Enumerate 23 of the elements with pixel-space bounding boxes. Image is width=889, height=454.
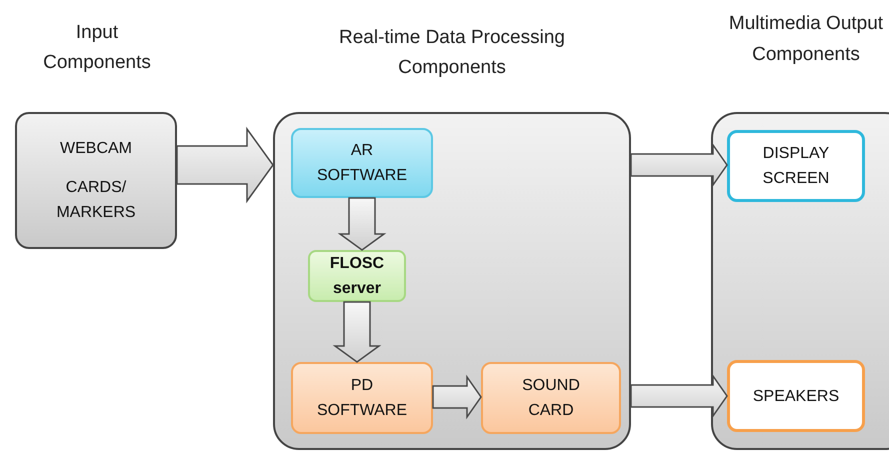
box-label: SOUND CARD — [521, 376, 581, 421]
block-arrow — [338, 197, 386, 251]
process-box — [727, 360, 865, 432]
box-label: CARDS/ MARKERS — [55, 178, 137, 223]
process-box — [291, 362, 433, 434]
box-label: DISPLAY SCREEN — [762, 144, 830, 189]
process-box — [291, 128, 433, 198]
process-box — [727, 130, 865, 202]
block-arrow — [332, 301, 382, 363]
column-heading: Real-time Data Processing Components — [338, 26, 566, 80]
box-label: AR SOFTWARE — [316, 141, 408, 186]
column-heading: Multimedia Output Components — [728, 12, 884, 67]
block-arrow — [630, 142, 728, 188]
box-label: SPEAKERS — [752, 386, 840, 406]
box-label: FLOSC server — [328, 254, 386, 299]
column-heading: Input Components — [42, 21, 152, 75]
block-arrow — [176, 126, 274, 204]
process-box — [308, 250, 406, 302]
process-box — [481, 362, 621, 434]
block-arrow — [630, 374, 728, 418]
block-arrow — [432, 374, 482, 420]
box-label: PD SOFTWARE — [316, 376, 408, 421]
box-label: WEBCAM — [59, 139, 133, 159]
